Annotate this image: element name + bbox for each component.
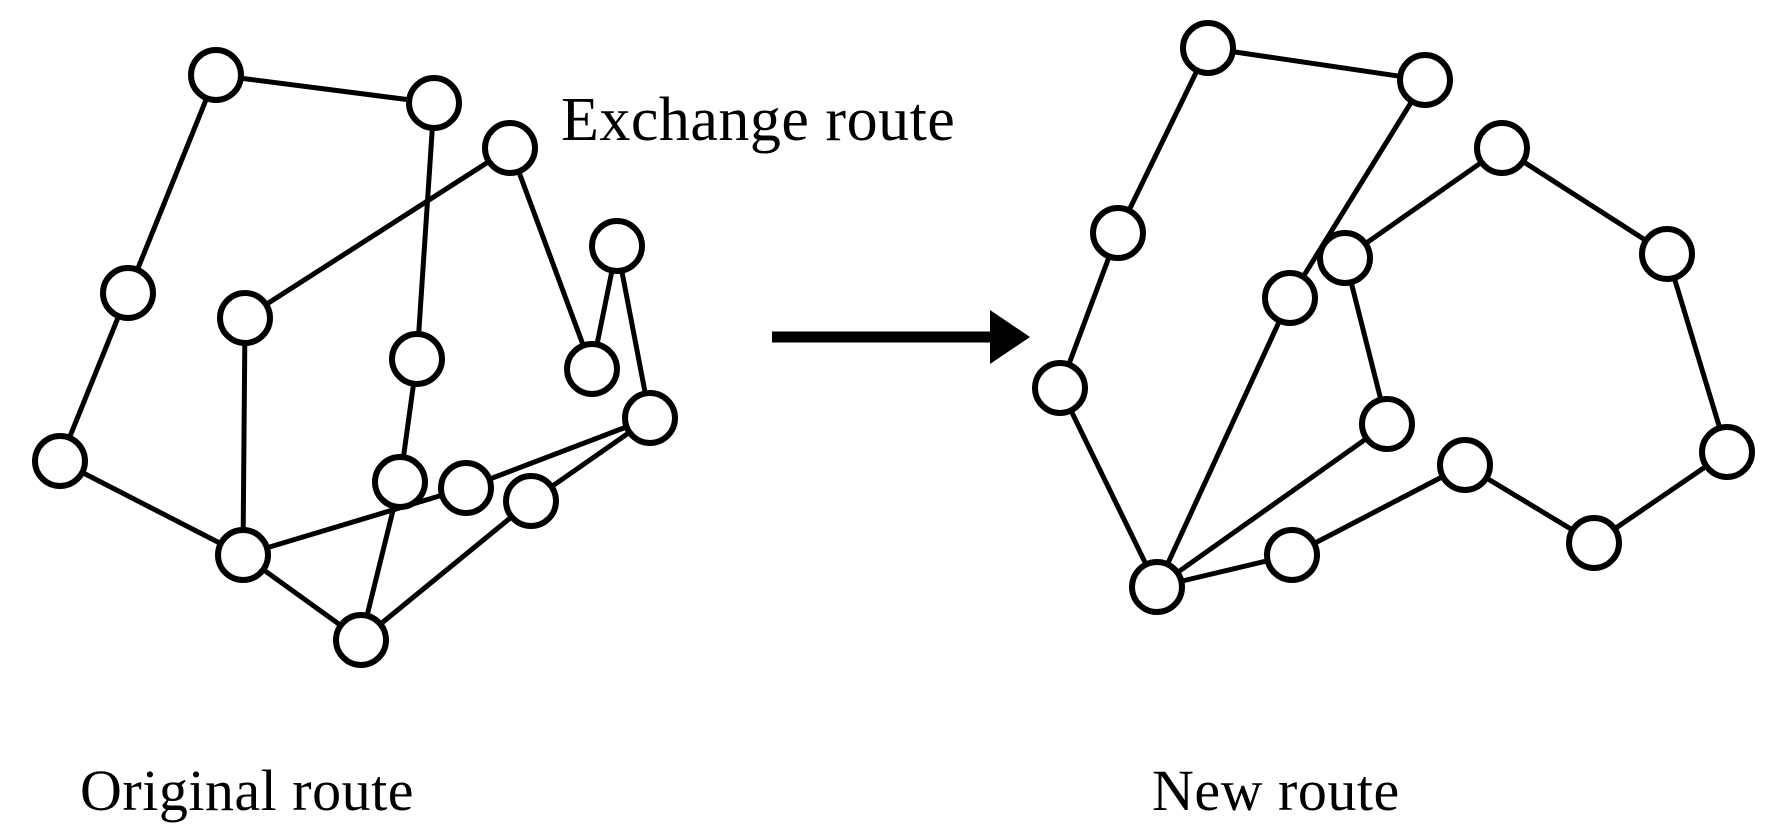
new-route-edge — [1115, 45, 1211, 236]
exchange-route-label: Exchange route — [561, 86, 955, 154]
new-route-node[interactable] — [1397, 52, 1453, 108]
new-route-node[interactable] — [1317, 230, 1373, 286]
original-route-node[interactable] — [188, 47, 244, 103]
original-route-edge — [125, 72, 219, 296]
new-route-node[interactable] — [1437, 437, 1493, 493]
new-route-edge — [1154, 421, 1390, 590]
new-route-node[interactable] — [1639, 226, 1695, 282]
original-route-edge — [463, 415, 653, 491]
new-route-node[interactable] — [1180, 20, 1236, 76]
new-route-edge — [1154, 295, 1293, 590]
new-route-edge — [1287, 77, 1428, 301]
original-route-node[interactable] — [622, 390, 678, 446]
original-route-node[interactable] — [217, 290, 273, 346]
original-route-node[interactable] — [589, 218, 645, 274]
original-route-node[interactable] — [32, 433, 88, 489]
original-route-edge — [57, 458, 246, 558]
original-route-nodes — [32, 47, 678, 668]
original-route-node[interactable] — [438, 460, 494, 516]
original-route-edge — [242, 145, 513, 321]
original-route-node[interactable] — [372, 454, 428, 510]
original-route-edge — [358, 498, 534, 643]
original-route-node[interactable] — [482, 120, 538, 176]
new-route-edge — [1342, 145, 1505, 261]
original-route-edge — [213, 72, 437, 106]
original-route-node[interactable] — [406, 75, 462, 131]
new-route-node[interactable] — [1129, 559, 1185, 615]
new-route-node[interactable] — [1474, 120, 1530, 176]
new-route-edge — [1664, 251, 1730, 455]
original-route-node[interactable] — [564, 341, 620, 397]
original-route-edge — [57, 290, 131, 464]
new-route-node[interactable] — [1264, 527, 1320, 583]
new-route-edge — [1499, 145, 1670, 257]
new-route-node[interactable] — [1359, 396, 1415, 452]
new-route-node[interactable] — [1566, 515, 1622, 571]
new-route-edges — [1057, 45, 1730, 590]
original-route-edge — [614, 243, 653, 421]
new-route-node[interactable] — [1090, 205, 1146, 261]
original-route-node[interactable] — [389, 331, 445, 387]
original-route-edge — [414, 100, 437, 362]
arrow-head-icon — [990, 310, 1030, 364]
original-route-node[interactable] — [333, 612, 389, 668]
new-route-label: New route — [1152, 758, 1400, 823]
original-route-edge — [240, 315, 248, 558]
new-route-edge — [1057, 385, 1160, 590]
original-route-edges — [57, 72, 653, 643]
exchange-arrow-group — [772, 310, 1030, 364]
original-route-edge — [240, 485, 469, 558]
original-route-node[interactable] — [503, 473, 559, 529]
new-route-edge — [1289, 462, 1468, 558]
original-route-edge — [507, 145, 595, 372]
new-route-edge — [1205, 45, 1428, 83]
new-route-node[interactable] — [1262, 270, 1318, 326]
new-route-edge — [1342, 255, 1390, 427]
new-route-node[interactable] — [1032, 360, 1088, 416]
original-route-label: Original route — [80, 758, 414, 823]
original-route-node[interactable] — [100, 265, 156, 321]
new-route-node[interactable] — [1699, 424, 1755, 480]
new-route-nodes — [1032, 20, 1755, 615]
original-route-node[interactable] — [215, 527, 271, 583]
